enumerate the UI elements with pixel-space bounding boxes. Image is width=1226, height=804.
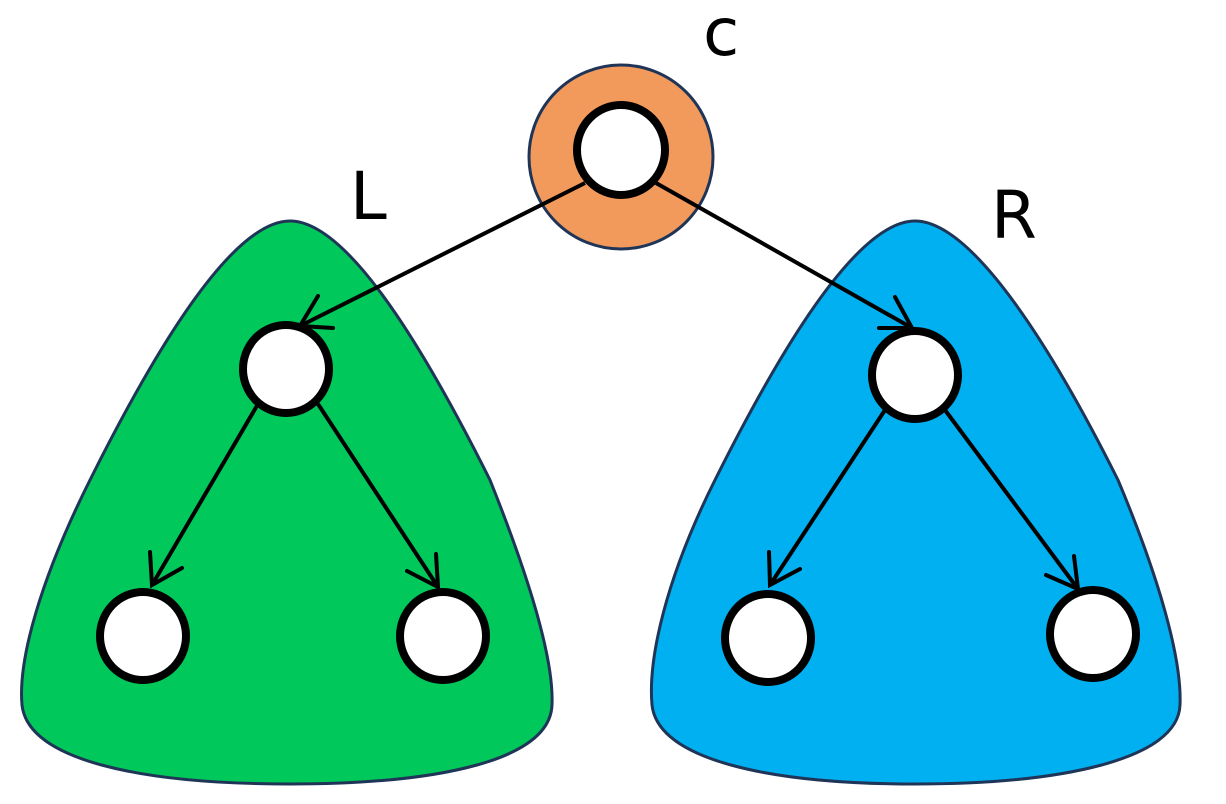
node-left-right: [396, 588, 490, 684]
arrowhead-rl: [767, 550, 802, 589]
edge-left-to-ll: [150, 402, 260, 587]
arrowhead-lr: [405, 552, 441, 591]
node-right-left: [721, 590, 815, 686]
nodes: [96, 101, 1140, 686]
label-center: c: [703, 0, 739, 71]
node-left: [239, 321, 333, 417]
edge-left-to-lr: [316, 402, 440, 589]
right-subtree-region: [649, 219, 1182, 786]
node-center: [573, 101, 669, 199]
left-subtree-region: [20, 219, 554, 786]
label-left-subtree: L: [350, 158, 387, 235]
arrowhead-ll: [148, 550, 184, 589]
edge-c-to-right: [655, 181, 913, 330]
edges: [148, 181, 1081, 593]
label-right-subtree: R: [991, 177, 1037, 254]
node-right-right: [1046, 586, 1140, 682]
node-right: [868, 327, 962, 423]
edge-right-to-rl: [768, 408, 887, 587]
edge-c-to-left: [299, 181, 586, 328]
edge-right-to-rr: [943, 408, 1080, 591]
node-left-left: [96, 588, 190, 684]
